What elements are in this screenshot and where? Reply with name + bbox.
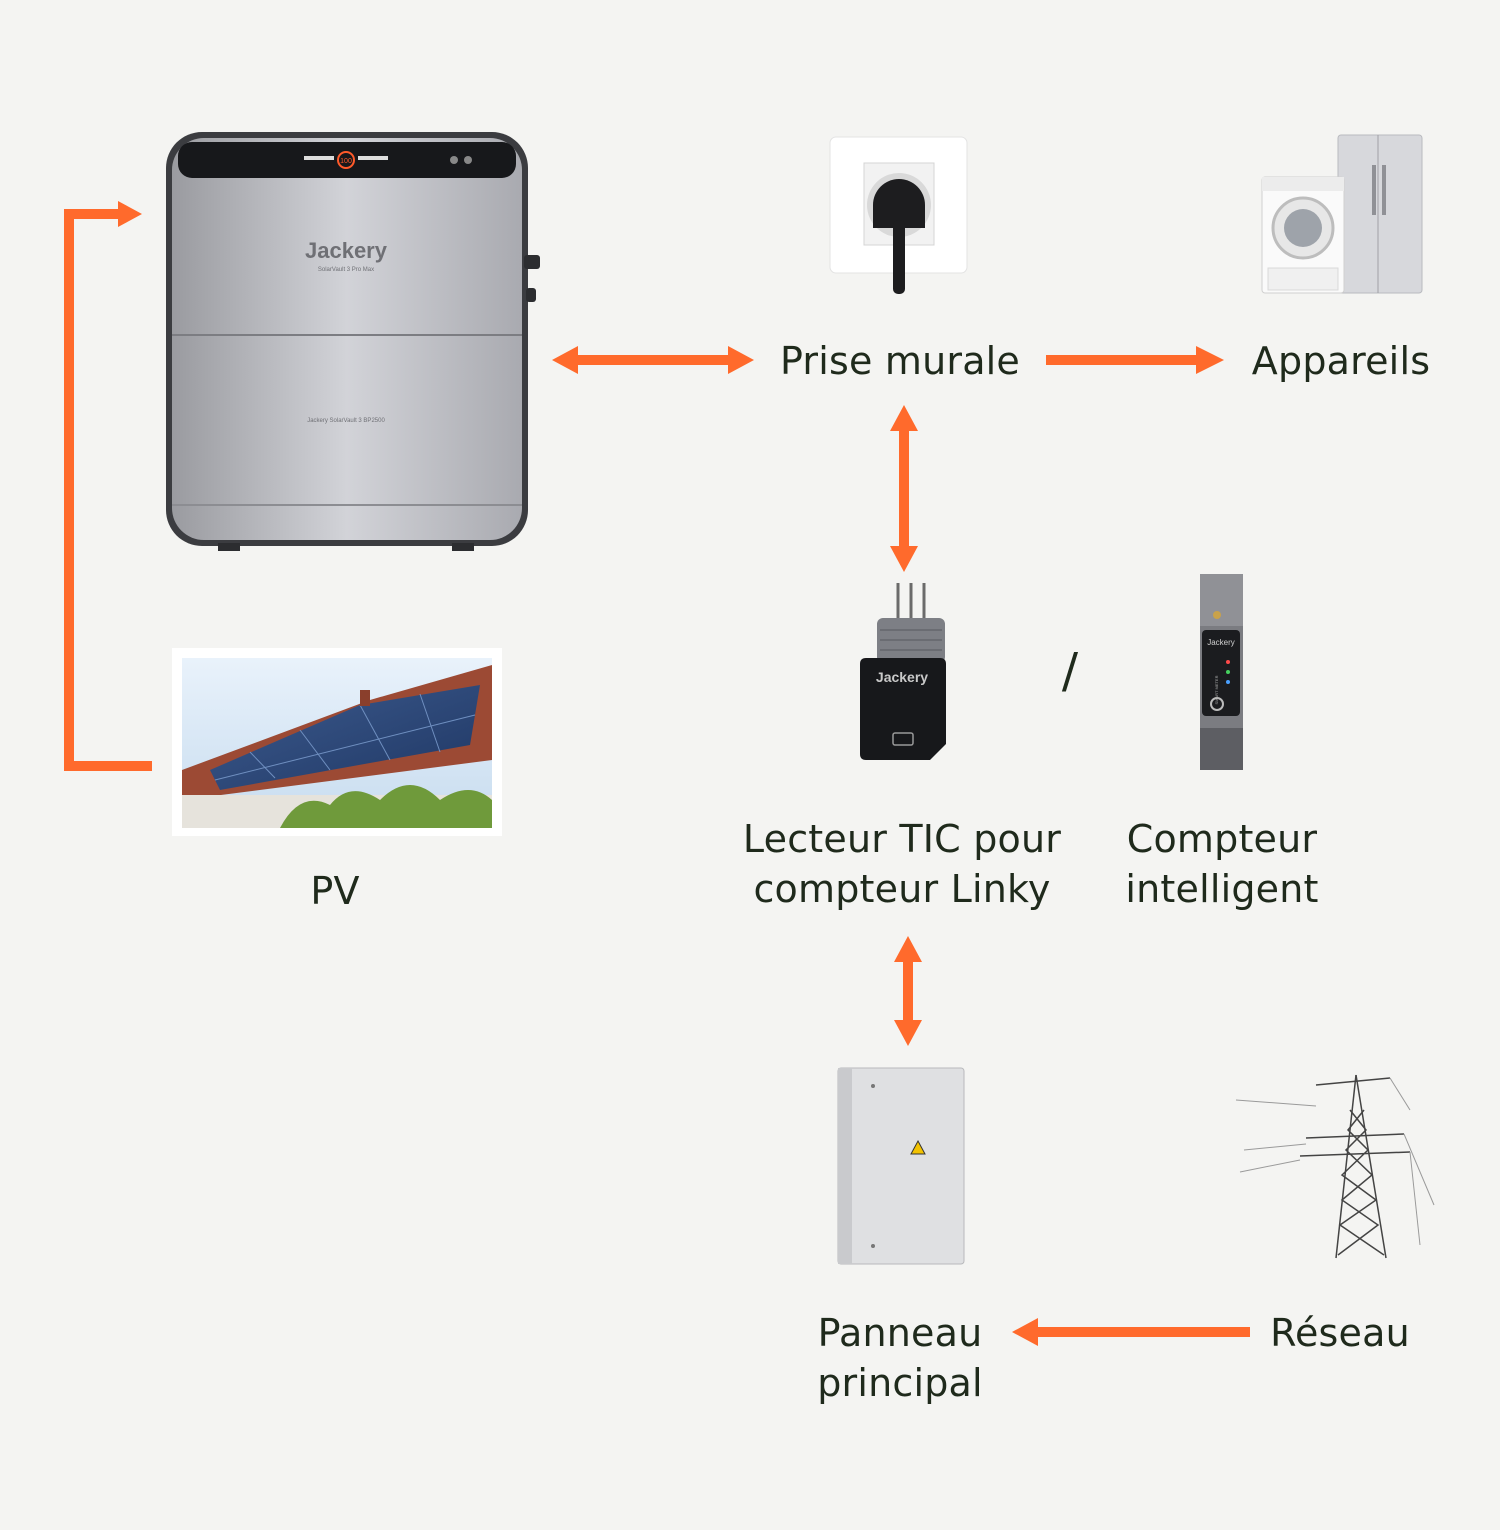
battery-brand: Jackery — [305, 238, 388, 263]
wall-socket-icon — [829, 136, 968, 294]
grid-label: Réseau — [1270, 1311, 1410, 1355]
smart-meter-label-line2: intelligent — [1125, 867, 1319, 911]
battery-display: 100 — [340, 158, 352, 165]
solar-roof-icon — [172, 648, 502, 836]
tic-reader-icon — [860, 583, 946, 760]
main-panel-label-line1: Panneau — [817, 1311, 983, 1355]
smart-meter-icon — [1200, 574, 1243, 770]
electrical-panel-icon — [837, 1067, 965, 1265]
main-panel-label: Panneau principal — [780, 1308, 1020, 1408]
battery-unit-icon — [166, 132, 540, 551]
arrow-pv-to-battery — [64, 201, 152, 771]
arrow-tic-panel — [894, 936, 922, 1046]
arrow-grid-to-panel — [1012, 1318, 1250, 1346]
tic-reader-label-line2: compteur Linky — [753, 867, 1051, 911]
appliances-label: Appareils — [1251, 339, 1431, 383]
power-pylon-icon — [1235, 1074, 1435, 1259]
tic-reader-brand: Jackery — [876, 669, 928, 685]
smart-meter-label-line1: Compteur — [1126, 817, 1318, 861]
arrow-battery-socket — [552, 346, 754, 374]
battery-model: SolarVault 3 Pro Max — [318, 267, 374, 273]
main-panel-label-line2: principal — [817, 1361, 983, 1405]
wall-socket-label: Prise murale — [779, 339, 1021, 383]
smart-meter-label: Compteur intelligent — [1100, 814, 1344, 914]
smart-meter-side-text: SMART METER — [1214, 675, 1219, 704]
pv-label: PV — [310, 869, 360, 913]
smart-meter-brand: Jackery — [1207, 638, 1235, 647]
tic-reader-label-line1: Lecteur TIC pour — [742, 817, 1062, 861]
battery-pack-model: Jackery SolarVault 3 BP2500 — [307, 418, 385, 424]
arrow-socket-to-appliances — [1046, 346, 1224, 374]
tic-reader-label: Lecteur TIC pour compteur Linky — [724, 814, 1080, 914]
separator-slash: / — [1061, 643, 1079, 699]
arrow-socket-tic — [890, 405, 918, 572]
appliances-icon — [1261, 134, 1423, 294]
